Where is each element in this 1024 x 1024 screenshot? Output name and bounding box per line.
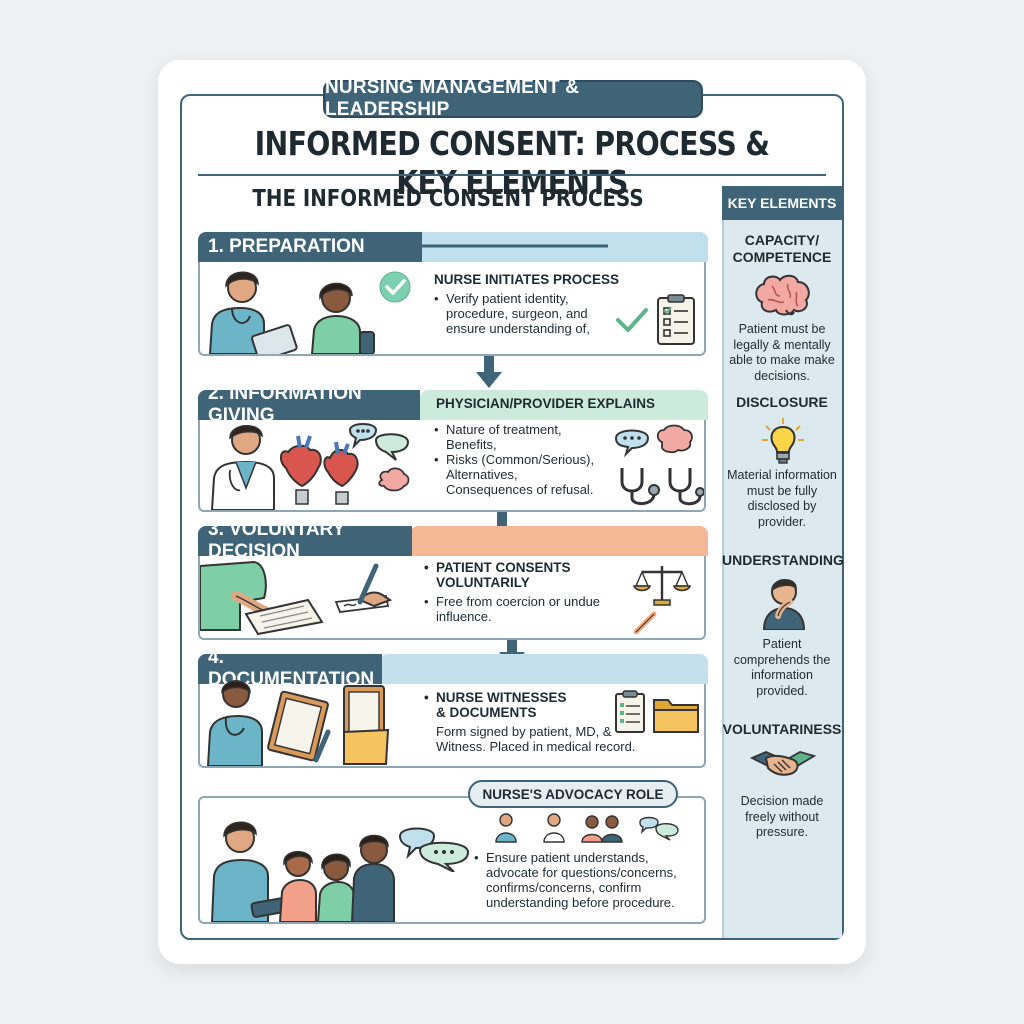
step-voluntary-band bbox=[410, 526, 708, 556]
key-element-title-understanding: UNDERSTANDING bbox=[722, 552, 844, 568]
step-information-bullet: Risks (Common/Serious), bbox=[434, 452, 622, 467]
step-information-text: Nature of treatment, Benefits, Risks (Co… bbox=[434, 422, 622, 497]
handshake-icon bbox=[750, 751, 816, 776]
step-information-band bbox=[420, 390, 708, 420]
chat-bubbles-icon bbox=[398, 827, 470, 872]
category-label: NURSING MANAGEMENT & LEADERSHIP bbox=[323, 77, 703, 120]
key-element-title-disclosure: DISCLOSURE bbox=[736, 394, 828, 410]
step-information-bullet: Alternatives, bbox=[446, 467, 518, 482]
advocacy-mini-icons bbox=[495, 813, 679, 843]
step-voluntary-bullet: Free from coercion or undue influence. bbox=[424, 594, 612, 624]
step-documentation-head: NURSE WITNESSES & DOCUMENTS bbox=[424, 690, 574, 720]
thinking-person-icon bbox=[762, 579, 806, 630]
step-voluntary-head: PATIENT CONSENTS VOLUNTARILY bbox=[424, 560, 612, 590]
flow-arrow-icon bbox=[476, 356, 502, 388]
step-information-bullet: Consequences of refusal. bbox=[446, 482, 594, 497]
step-documentation-bullet: Form signed by patient, MD, & Witness. P… bbox=[436, 724, 636, 754]
step-preparation-bullet: Verify patient identity, procedure, surg… bbox=[434, 291, 622, 336]
checklist-icon bbox=[616, 294, 695, 345]
step-preparation-text: NURSE INITIATES PROCESS Verify patient i… bbox=[434, 272, 622, 336]
scales-and-pen-icon bbox=[632, 566, 692, 634]
step-preparation-head: NURSE INITIATES PROCESS bbox=[434, 272, 620, 287]
key-element-text-disclosure: Material information must be fully discl… bbox=[727, 468, 837, 529]
key-element-text-understanding: Patient comprehends the information prov… bbox=[733, 637, 831, 698]
chat-brain-stethoscope-icons bbox=[614, 424, 704, 506]
step-information-head: PHYSICIAN/PROVIDER EXPLAINS bbox=[436, 396, 656, 411]
signing-form-illustration bbox=[200, 560, 393, 636]
step-preparation-title: 1. PREPARATION bbox=[198, 232, 422, 262]
key-element-text-capacity: Patient must be legally & mentally able … bbox=[729, 322, 835, 383]
key-element-text-voluntariness: Decision made freely without pressure. bbox=[740, 794, 824, 839]
checklist-and-folder-icons bbox=[615, 690, 699, 733]
step-voluntary-text: PATIENT CONSENTS VOLUNTARILY Free from c… bbox=[424, 560, 612, 624]
key-elements-heading: KEY ELEMENTS bbox=[722, 186, 842, 220]
key-element-title-capacity: CAPACITY/ COMPETENCE bbox=[732, 232, 832, 265]
page-title: INFORMED CONSENT: PROCESS & KEY ELEMENTS bbox=[254, 124, 770, 202]
checkmark-circle-icon bbox=[379, 271, 411, 303]
nurse-with-family-illustration bbox=[210, 821, 395, 922]
step-preparation-band-line bbox=[420, 244, 608, 248]
step-information-bullet: Nature of treatment, bbox=[434, 422, 622, 437]
step-information-title: 2. INFORMATION GIVING bbox=[198, 383, 420, 426]
nurse-with-clipboard-illustration bbox=[206, 680, 390, 766]
advocacy-title: NURSE'S ADVOCACY ROLE bbox=[468, 780, 678, 808]
advocacy-bullet: Ensure patient understands, advocate for… bbox=[474, 850, 700, 910]
step-information-bullet: Benefits, bbox=[446, 437, 497, 452]
process-title: THE INFORMED CONSENT PROCESS bbox=[252, 186, 644, 212]
step-documentation-band bbox=[380, 654, 708, 684]
step-documentation-text: NURSE WITNESSES & DOCUMENTS Form signed … bbox=[424, 690, 664, 754]
step-voluntary-title: 3. VOLUNTARY DECISION bbox=[198, 519, 412, 562]
nurse-and-patient-illustration bbox=[208, 271, 375, 354]
brain-icon bbox=[755, 274, 810, 316]
key-element-title-voluntariness: VOLUNTARINESS bbox=[722, 721, 842, 737]
lightbulb-icon bbox=[762, 418, 804, 464]
title-divider bbox=[198, 174, 826, 176]
advocacy-text: Ensure patient understands, advocate for… bbox=[474, 850, 700, 910]
physician-illustration bbox=[210, 423, 410, 510]
